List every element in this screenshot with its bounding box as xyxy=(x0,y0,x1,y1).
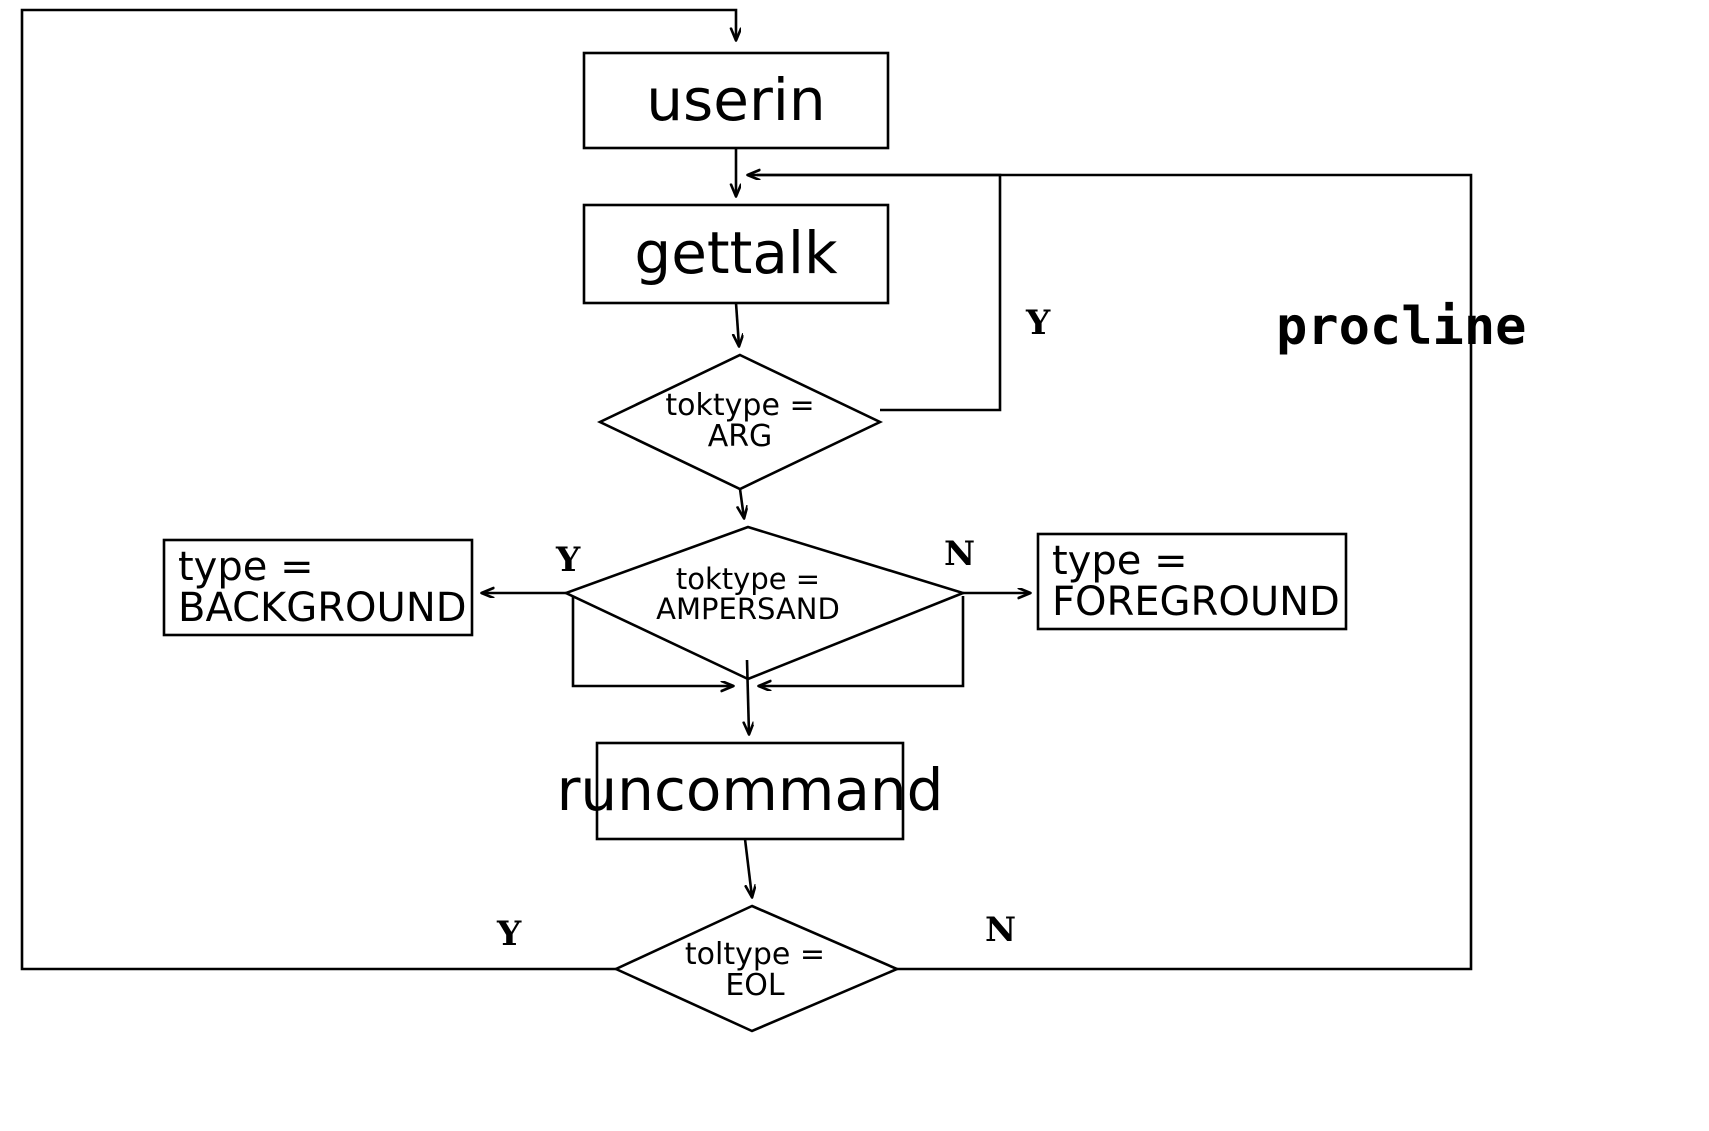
edge-background-merge xyxy=(571,596,733,686)
node-shape-toktype-ampersand xyxy=(562,525,967,681)
node-shape-toltype-eol xyxy=(612,904,901,1033)
node-shape-type-background xyxy=(162,538,474,637)
node-shape-type-foreground xyxy=(1036,532,1348,631)
branch-label-ampersand-no: N xyxy=(944,534,976,574)
branch-label-eol-no: N xyxy=(985,910,1017,950)
branch-label-eol-yes: Y xyxy=(497,914,522,954)
branch-label-ampersand-yes: Y xyxy=(556,540,581,580)
edge-eol-no-to-gettalk xyxy=(748,175,1473,971)
edge-merge-to-runcommand xyxy=(747,659,749,734)
node-shape-userin xyxy=(582,51,890,150)
branch-label-arg-yes: Y xyxy=(1026,303,1051,343)
edge-tok-arg-yes-to-gettalk xyxy=(757,173,1002,412)
edge-gettalk-to-tok-arg xyxy=(736,302,739,346)
edge-runcommand-to-eol xyxy=(743,838,752,897)
edge-eol-yes-to-userin xyxy=(20,8,736,971)
node-shape-runcommand xyxy=(595,741,905,841)
edge-foreground-merge xyxy=(759,596,965,686)
node-shape-gettalk xyxy=(582,203,890,305)
node-shape-toktype-arg xyxy=(596,353,884,491)
edge-tok-arg-to-tok-ampersand xyxy=(740,488,744,518)
diagram-title-procline: procline xyxy=(1276,297,1527,357)
